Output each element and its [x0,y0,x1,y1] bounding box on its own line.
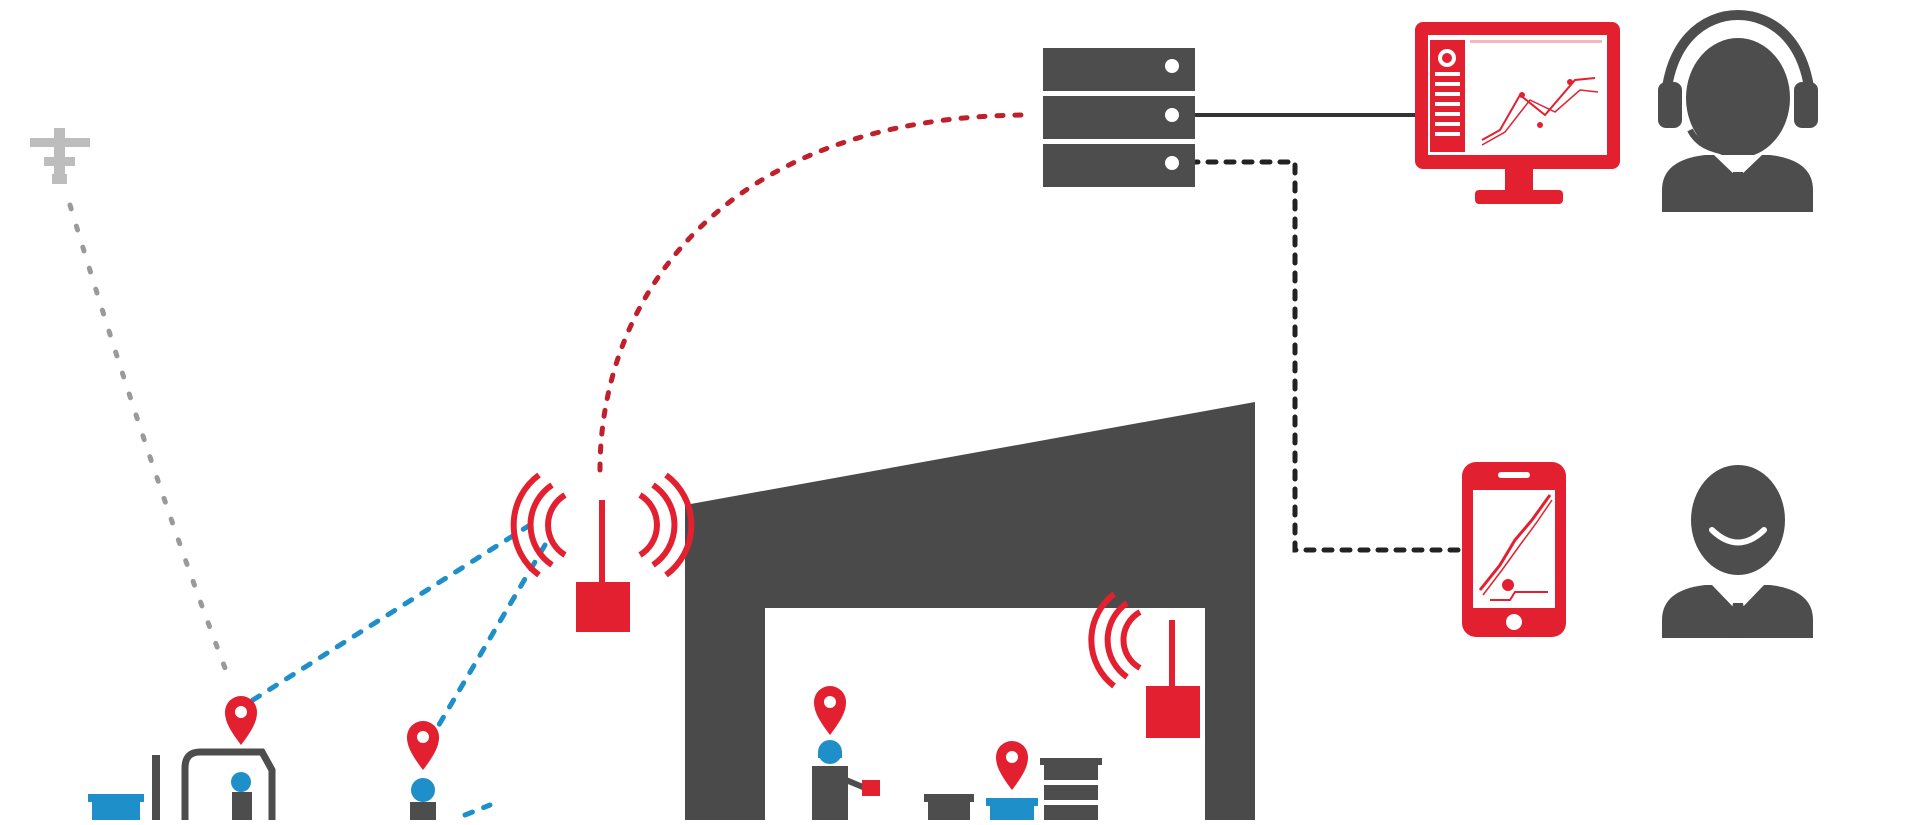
forklift-icon [88,748,276,820]
link-server-to-smartphone [1187,159,1463,553]
location-pin-icon [407,721,439,770]
wireless-gateway-icon [1088,591,1200,738]
link-gateway-to-forklift-tag [242,522,533,708]
satellite-icon [30,128,90,184]
monitor-dashboard-icon [1415,22,1620,204]
link-outdoor-worker-extra [462,802,493,818]
barrels-icon [924,758,1102,820]
location-pin-icon [996,741,1028,790]
user-avatar-icon [1662,465,1813,638]
link-gateway-to-server [597,112,1033,473]
server-rack-icon [1043,48,1195,187]
worker-icon [812,740,880,820]
worker-icon [410,778,436,820]
wireless-gateway-icon [510,472,695,632]
headset-operator-icon [1658,9,1818,212]
smartphone-chart-icon [1462,462,1566,637]
warehouse-building-icon [685,402,1255,820]
link-gateway-to-worker-tag [427,542,548,743]
location-pin-icon [814,686,846,735]
location-pin-icon [225,696,257,745]
link-satellite-to-forklift [67,202,228,671]
